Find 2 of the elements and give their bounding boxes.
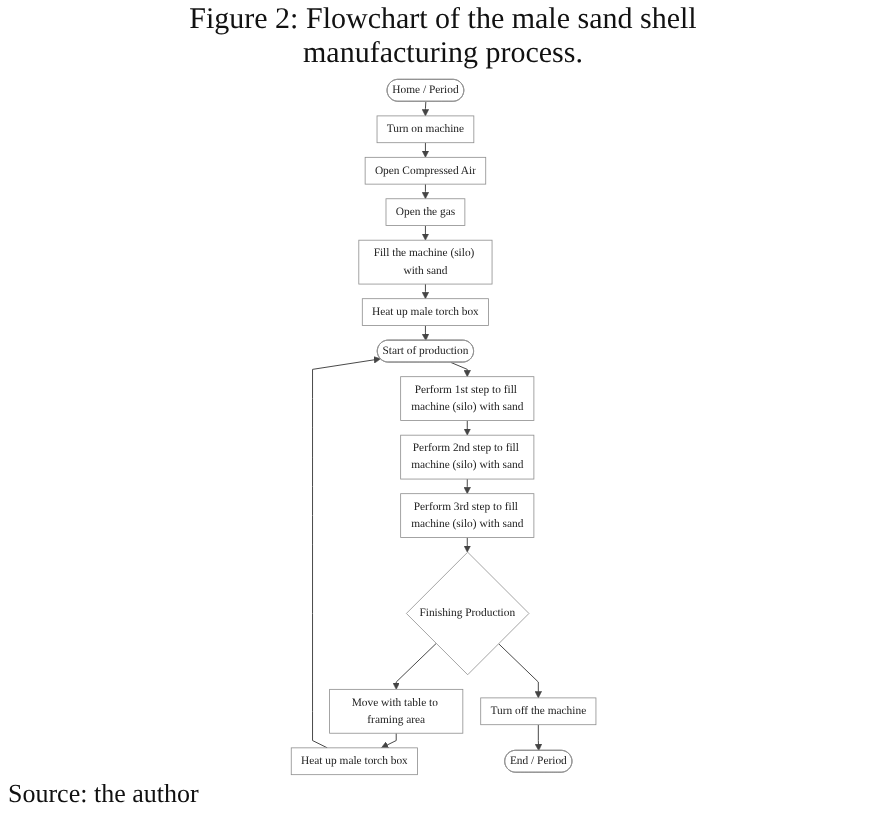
figure-title: Figure 2: Flowchart of the male sand shell manufacturing process. — [187, 2, 699, 74]
source-note: Source: the author — [6, 778, 201, 808]
